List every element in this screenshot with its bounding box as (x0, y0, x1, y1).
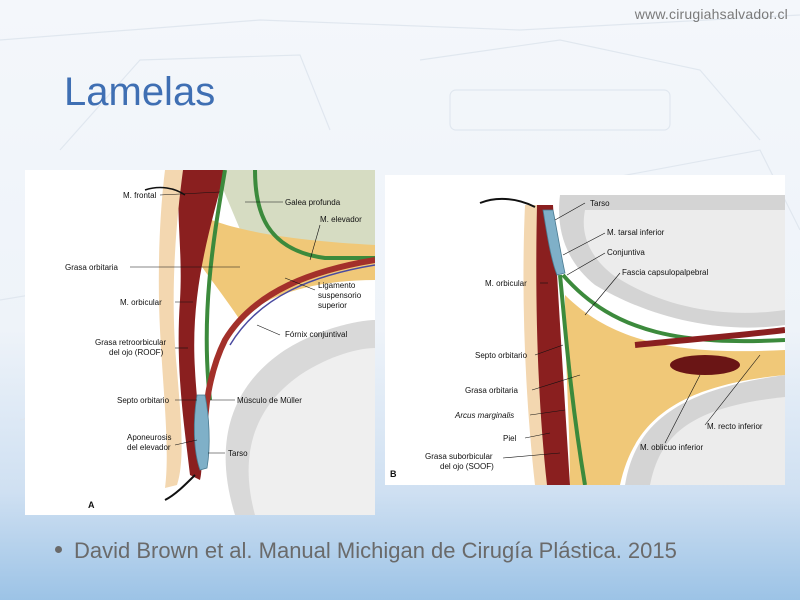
septum-line (204, 169, 227, 401)
figure-b-illustration: Tarso M. tarsal inferior Conjuntiva Fasc… (390, 195, 786, 486)
label-tarso-a: Tarso (228, 449, 248, 458)
label-piel: Piel (503, 434, 517, 443)
label-m-orbicular: M. orbicular (120, 298, 162, 307)
label-septo-b: Septo orbitario (475, 351, 528, 360)
citation-bullet: David Brown et al. Manual Michigan de Ci… (55, 538, 677, 564)
label-soof-1: Grasa suborbicular (425, 452, 493, 461)
label-septo: Septo orbitario (117, 396, 170, 405)
panel-label-b: B (390, 469, 397, 479)
label-m-elevador: M. elevador (320, 215, 362, 224)
figure-b: Tarso M. tarsal inferior Conjuntiva Fasc… (385, 175, 786, 486)
orbital-fat (185, 210, 375, 320)
leader-fascia (584, 272, 621, 316)
tarsus (542, 209, 566, 276)
figure-a: M. frontal Galea profunda M. elevador Gr… (25, 169, 376, 515)
label-soof-2: del ojo (SOOF) (440, 462, 494, 471)
site-url: www.cirugiahsalvador.cl (634, 6, 788, 22)
label-grasa-orbitaria: Grasa orbitaria (65, 263, 118, 272)
label-muller: Músculo de Müller (237, 396, 302, 405)
orbicularis-muscle (178, 170, 225, 480)
figure-a-illustration: M. frontal Galea profunda M. elevador Gr… (65, 169, 376, 515)
leader-fornix (256, 324, 281, 336)
label-conjuntiva: Conjuntiva (607, 248, 645, 257)
leader-septo (534, 344, 564, 356)
septum-line (558, 274, 587, 486)
orbicularis-muscle (534, 205, 570, 485)
label-aponeurosis-2: del elevador (127, 443, 171, 452)
leader-ligamento (284, 277, 316, 291)
orbital-floor-highlight (650, 397, 785, 485)
leader-m-elevador (309, 224, 321, 261)
inferior-rectus (634, 327, 786, 348)
label-aponeurosis-1: Aponeurosis (127, 433, 171, 442)
label-grasa-orbitaria-b: Grasa orbitaria (465, 386, 518, 395)
label-m-frontal: M. frontal (123, 191, 157, 200)
label-roof-2: del ojo (ROOF) (109, 348, 164, 357)
leader-m-frontal (159, 191, 221, 196)
leader-conjuntiva (566, 252, 606, 276)
label-arcus: Arcus marginalis (454, 411, 514, 420)
panel-label-a: A (88, 500, 95, 510)
eyelash (479, 197, 536, 208)
label-m-orbicular-b: M. orbicular (485, 279, 527, 288)
inferior-oblique (670, 355, 740, 375)
leader-m-tarsal (562, 232, 606, 256)
label-recto: M. recto inferior (707, 422, 763, 431)
leader-tarso (554, 202, 586, 221)
eyelash (164, 474, 196, 501)
citation-text: David Brown et al. Manual Michigan de Ci… (74, 538, 677, 563)
leader-arcus (529, 409, 566, 416)
leader-piel (524, 432, 551, 439)
bullet-dot-icon (55, 545, 62, 553)
label-ligamento-1: Ligamento (318, 281, 356, 290)
label-ligamento-3: superior (318, 301, 347, 310)
label-tarso-b: Tarso (590, 199, 610, 208)
globe-highlight (583, 210, 785, 313)
leader-grasa-orbitaria (531, 374, 581, 391)
muller-line (229, 264, 376, 346)
leader-oblicuo (664, 374, 701, 444)
leader-aponeurosis (174, 439, 198, 446)
label-ligamento-2: suspensorio (318, 291, 362, 300)
slide-title: Lamelas (64, 70, 216, 114)
label-fornix: Fórnix conjuntival (285, 330, 347, 339)
brow-hair (144, 186, 186, 196)
label-m-tarsal: M. tarsal inferior (607, 228, 665, 237)
label-fascia: Fascia capsulopalpebral (622, 268, 708, 277)
label-roof-1: Grasa retroorbicular (95, 338, 166, 347)
capsulopalpebral-line (561, 273, 786, 344)
leader-recto (704, 354, 761, 426)
orbital-fat (565, 295, 785, 485)
label-galea: Galea profunda (285, 198, 341, 207)
tarsus (193, 394, 210, 471)
skin (523, 205, 547, 485)
galea-line (253, 169, 375, 260)
skin (158, 170, 183, 488)
leader-soof (502, 452, 561, 459)
label-oblicuo: M. oblicuo inferior (640, 443, 703, 452)
globe-highlight (248, 348, 375, 515)
